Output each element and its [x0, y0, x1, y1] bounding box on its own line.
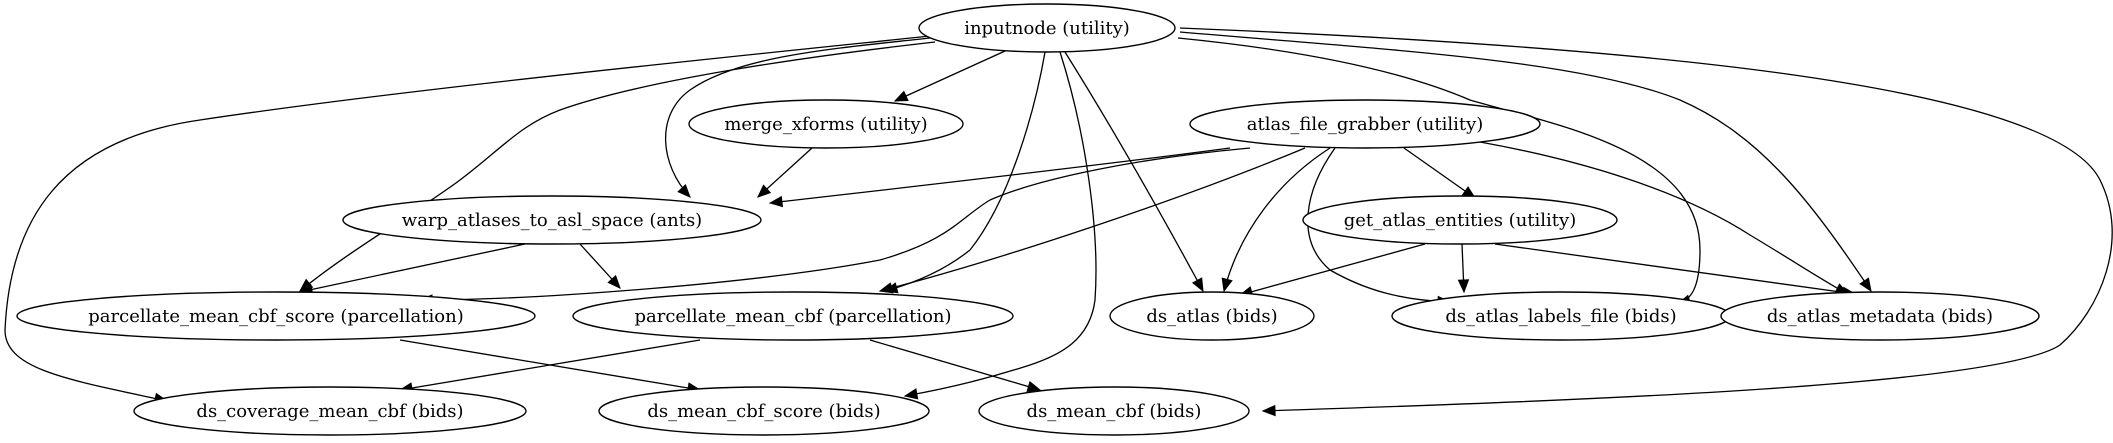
edge-inputnode-to-parcellate_score [298, 41, 936, 292]
edge-get_atlas_entities-to-ds_atlas_metadata [1494, 243, 1857, 298]
node-label: ds_atlas_labels_file (bids) [1445, 306, 1676, 327]
arrowhead [903, 388, 919, 400]
node-inputnode: inputnode (utility) [918, 3, 1176, 53]
edge-line [904, 51, 1097, 397]
edge-line [1064, 51, 1204, 292]
node-label: ds_atlas (bids) [1146, 306, 1277, 327]
arrowhead [1261, 404, 1276, 417]
node-ellipse [598, 386, 930, 436]
node-merge-xforms: merge_xforms (utility) [688, 99, 964, 149]
node-ellipse [1302, 195, 1618, 245]
node-parcellate-cbf: parcellate_mean_cbf (parcellation) [572, 291, 1014, 341]
edge-line [299, 243, 526, 293]
edge-inputnode-to-ds_atlas_labels [1177, 37, 1701, 306]
node-ds-atlas-labels: ds_atlas_labels_file (bids) [1391, 291, 1731, 341]
arrowhead [878, 282, 894, 294]
arrowhead [677, 183, 691, 198]
edge-line [894, 50, 1006, 102]
arrowhead [768, 195, 784, 208]
node-ellipse [572, 291, 1014, 341]
node-atlas-file-grabber: atlas_file_grabber (utility) [1189, 99, 1541, 149]
graph-edges [4, 27, 2113, 417]
graph-nodes: inputnode (utility) merge_xforms (utility… [16, 3, 2040, 436]
edge-line [664, 37, 931, 198]
edge-line [1479, 141, 1849, 295]
edge-line [1179, 27, 2113, 412]
edge-get_atlas_entities-to-ds_atlas_labels [1457, 243, 1470, 294]
arrowhead [1457, 279, 1470, 294]
edge-inputnode-to-ds_mean_cbf_score [903, 51, 1097, 400]
edge-line [4, 35, 931, 402]
edge-warp_atlases-to-parcellate_score [298, 243, 526, 296]
node-ellipse [133, 386, 527, 436]
node-ds-coverage: ds_coverage_mean_cbf (bids) [133, 386, 527, 436]
edge-parcellate_cbf-to-ds_mean_cbf [869, 339, 1042, 392]
edge-inputnode-to-ds_mean_cbf [1179, 27, 2113, 417]
node-ds-mean-cbf: ds_mean_cbf (bids) [978, 386, 1250, 436]
node-ellipse [1109, 291, 1315, 341]
edge-line [1179, 31, 1872, 292]
node-ellipse [918, 3, 1176, 53]
edge-line [869, 339, 1041, 391]
node-warp-atlases: warp_atlases_to_asl_space (ants) [342, 195, 762, 245]
node-label: merge_xforms (utility) [724, 114, 927, 135]
node-ellipse [342, 195, 762, 245]
edge-line [419, 147, 1251, 301]
edge-warp_atlases-to-parcellate_cbf [579, 243, 621, 289]
arrowhead [607, 274, 621, 289]
node-label: inputnode (utility) [964, 18, 1130, 39]
node-label: get_atlas_entities (utility) [1344, 210, 1576, 231]
edge-inputnode-to-warp_atlases [664, 37, 931, 198]
node-get-atlas-entities: get_atlas_entities (utility) [1302, 195, 1618, 245]
node-ellipse [16, 291, 536, 341]
node-label: ds_coverage_mean_cbf (bids) [196, 401, 463, 422]
arrowhead [1191, 277, 1204, 293]
node-ds-atlas-metadata: ds_atlas_metadata (bids) [1720, 291, 2040, 341]
edge-line [879, 147, 1306, 292]
node-label: ds_mean_cbf (bids) [1027, 401, 1202, 422]
edge-inputnode-to-merge_xforms [893, 50, 1006, 102]
edge-inputnode-to-ds_atlas_metadata [1179, 31, 1872, 293]
edge-atlas_file_grabber-to-parcellate_cbf [878, 147, 1306, 294]
arrowhead [1859, 277, 1872, 293]
edge-atlas_file_grabber-to-ds_atlas [1221, 147, 1331, 293]
node-label: parcellate_mean_cbf_score (parcellation) [88, 306, 463, 327]
edge-line [769, 147, 1231, 204]
arrowhead [757, 184, 772, 198]
node-ds-atlas: ds_atlas (bids) [1109, 291, 1315, 341]
node-ellipse [1189, 99, 1541, 149]
node-label: warp_atlases_to_asl_space (ants) [402, 210, 702, 231]
edge-line [1403, 147, 1476, 199]
edge-line [884, 51, 1046, 292]
edge-atlas_file_grabber-to-get_atlas_entities [1403, 147, 1477, 199]
edge-line [299, 41, 936, 292]
node-ellipse [1720, 291, 2040, 341]
edge-line [1223, 147, 1331, 292]
node-label: atlas_file_grabber (utility) [1247, 114, 1484, 135]
edge-line [1239, 243, 1426, 296]
edge-merge_xforms-to-warp_atlases [757, 147, 813, 198]
node-ds-mean-cbf-score: ds_mean_cbf_score (bids) [598, 386, 930, 436]
edge-inputnode-to-ds_atlas [1064, 51, 1204, 293]
node-label: parcellate_mean_cbf (parcellation) [634, 306, 951, 327]
node-parcellate-score: parcellate_mean_cbf_score (parcellation) [16, 291, 536, 341]
edge-atlas_file_grabber-to-warp_atlases [768, 147, 1231, 208]
edge-line [399, 339, 701, 391]
node-ellipse [978, 386, 1250, 436]
edge-line [1494, 243, 1856, 295]
node-label: ds_atlas_metadata (bids) [1767, 306, 1993, 327]
edge-get_atlas_entities-to-ds_atlas [1238, 243, 1426, 298]
node-label: ds_mean_cbf_score (bids) [647, 401, 880, 422]
node-ellipse [688, 99, 964, 149]
edge-inputnode-to-parcellate_cbf [883, 51, 1046, 294]
arrowhead [1221, 277, 1233, 293]
arrowhead [893, 90, 909, 102]
arrowhead [1026, 380, 1042, 392]
edge-line [1177, 37, 1701, 305]
